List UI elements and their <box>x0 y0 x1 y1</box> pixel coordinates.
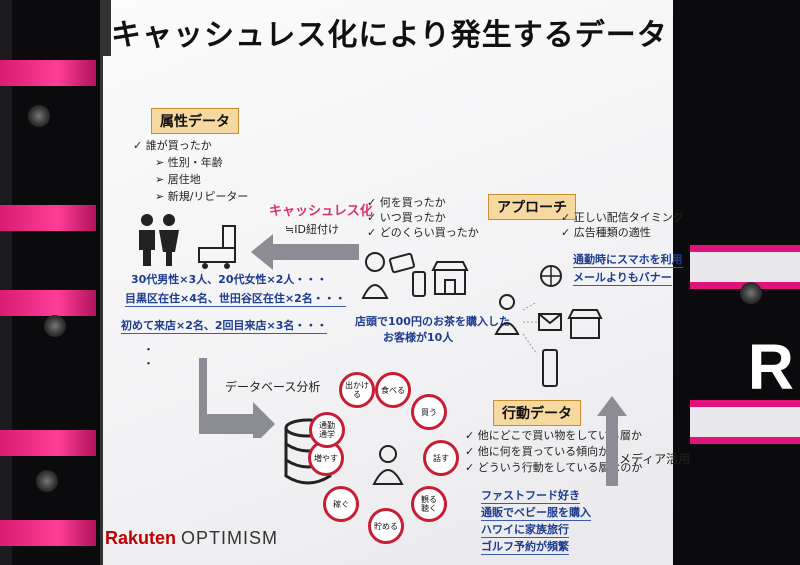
attribute-item: ➢ 性別・年齢 <box>155 156 223 169</box>
stage-truss-bar <box>0 290 96 316</box>
stage-truss-bar <box>0 60 96 86</box>
stage-light-icon <box>740 282 762 304</box>
attribute-sample: 目黒区在住×4名、世田谷区在住×2名・・・ <box>125 292 346 307</box>
stage-light-icon <box>36 470 58 492</box>
behavior-sample: ゴルフ予約が頻繁 <box>481 540 569 555</box>
up-arrow-icon <box>597 396 627 486</box>
cycle-node: 通勤通学 <box>309 412 345 448</box>
approach-channel-icons <box>494 265 603 387</box>
attribute-sample: 初めて来店×2名、2回目来店×3名・・・ <box>121 319 328 334</box>
cycle-node: 貯める <box>368 508 404 544</box>
behavior-item: ✓ 他に何を買っている傾向か <box>465 445 610 458</box>
ellipsis-dot: ・ <box>143 357 154 370</box>
title-rule <box>103 0 111 56</box>
purchase-icons <box>361 252 469 299</box>
id-link-label: ≒ID紐付け <box>285 223 339 236</box>
purchase-caption: お客様が10人 <box>383 331 454 344</box>
left-arrow-icon <box>251 234 359 270</box>
behavior-data-tag: 行動データ <box>493 400 581 426</box>
approach-tag: アプローチ <box>488 194 576 220</box>
stage-truss-bar <box>0 205 96 231</box>
stage-truss-bar <box>0 430 96 456</box>
behavior-sample: 通販でベビー服を購入 <box>481 506 591 521</box>
stage-truss-bar <box>0 520 96 546</box>
purchase-item: ✓ どのくらい買ったか <box>367 226 479 239</box>
purchase-item: ✓ 何を買ったか <box>367 196 446 209</box>
behavior-sample: ファストフード好き <box>481 489 580 504</box>
stage-truss-post <box>0 0 12 565</box>
behavior-item: ✓ どういう行動をしている層なのか <box>465 461 643 474</box>
media-usage-label: メディア活用 <box>619 452 691 466</box>
person-icon <box>372 445 404 485</box>
behavior-sample: ハワイに家族旅行 <box>481 523 569 538</box>
behavior-item: ✓ 他にどこで買い物をしている層か <box>465 429 643 442</box>
cycle-node: 食べる <box>375 372 411 408</box>
attribute-item: ✓ 誰が買ったか <box>133 139 212 152</box>
stage-light-icon <box>28 105 50 127</box>
slide-title: キャッシュレス化により発生するデータ <box>111 18 668 53</box>
approach-example: 通勤時にスマホを利用 <box>573 253 683 268</box>
approach-example: メールよりもバナー <box>573 271 672 286</box>
cycle-node: 話す <box>423 440 459 476</box>
stage-sign-letter: R <box>747 331 794 403</box>
customers-icon <box>139 214 236 269</box>
approach-item: ✓ 広告種類の適性 <box>561 226 651 239</box>
attribute-sample: 30代男性×3人、20代女性×2人・・・ <box>131 273 328 286</box>
database-analysis-label: データベース分析 <box>225 380 321 394</box>
cycle-node: 稼ぐ <box>323 486 359 522</box>
purchase-caption: 店頭で100円のお茶を購入した <box>355 315 510 328</box>
cycle-node: 増やす <box>308 440 344 476</box>
cashless-label: キャッシュレス化 <box>269 204 373 219</box>
stage-light-icon <box>44 315 66 337</box>
stage-sign-bar <box>690 400 800 444</box>
presentation-slide: キャッシュレス化により発生するデータ 属性データ ✓ 誰が買ったか ➢ 性別・年… <box>100 0 690 565</box>
attribute-item: ➢ 新規/リピーター <box>155 190 249 203</box>
rakuten-optimism-logo: Rakuten OPTIMISM <box>105 528 279 548</box>
attribute-item: ➢ 居住地 <box>155 173 201 186</box>
cycle-node: 観る聴く <box>411 486 447 522</box>
approach-item: ✓ 正しい配信タイミング <box>561 211 684 224</box>
attribute-data-tag: 属性データ <box>151 108 239 134</box>
ellipsis-dot: ・ <box>143 343 154 356</box>
cycle-node: 出かける <box>339 372 375 408</box>
purchase-item: ✓ いつ買ったか <box>367 211 446 224</box>
cycle-node: 買う <box>411 394 447 430</box>
down-right-arrow-icon <box>199 358 275 438</box>
